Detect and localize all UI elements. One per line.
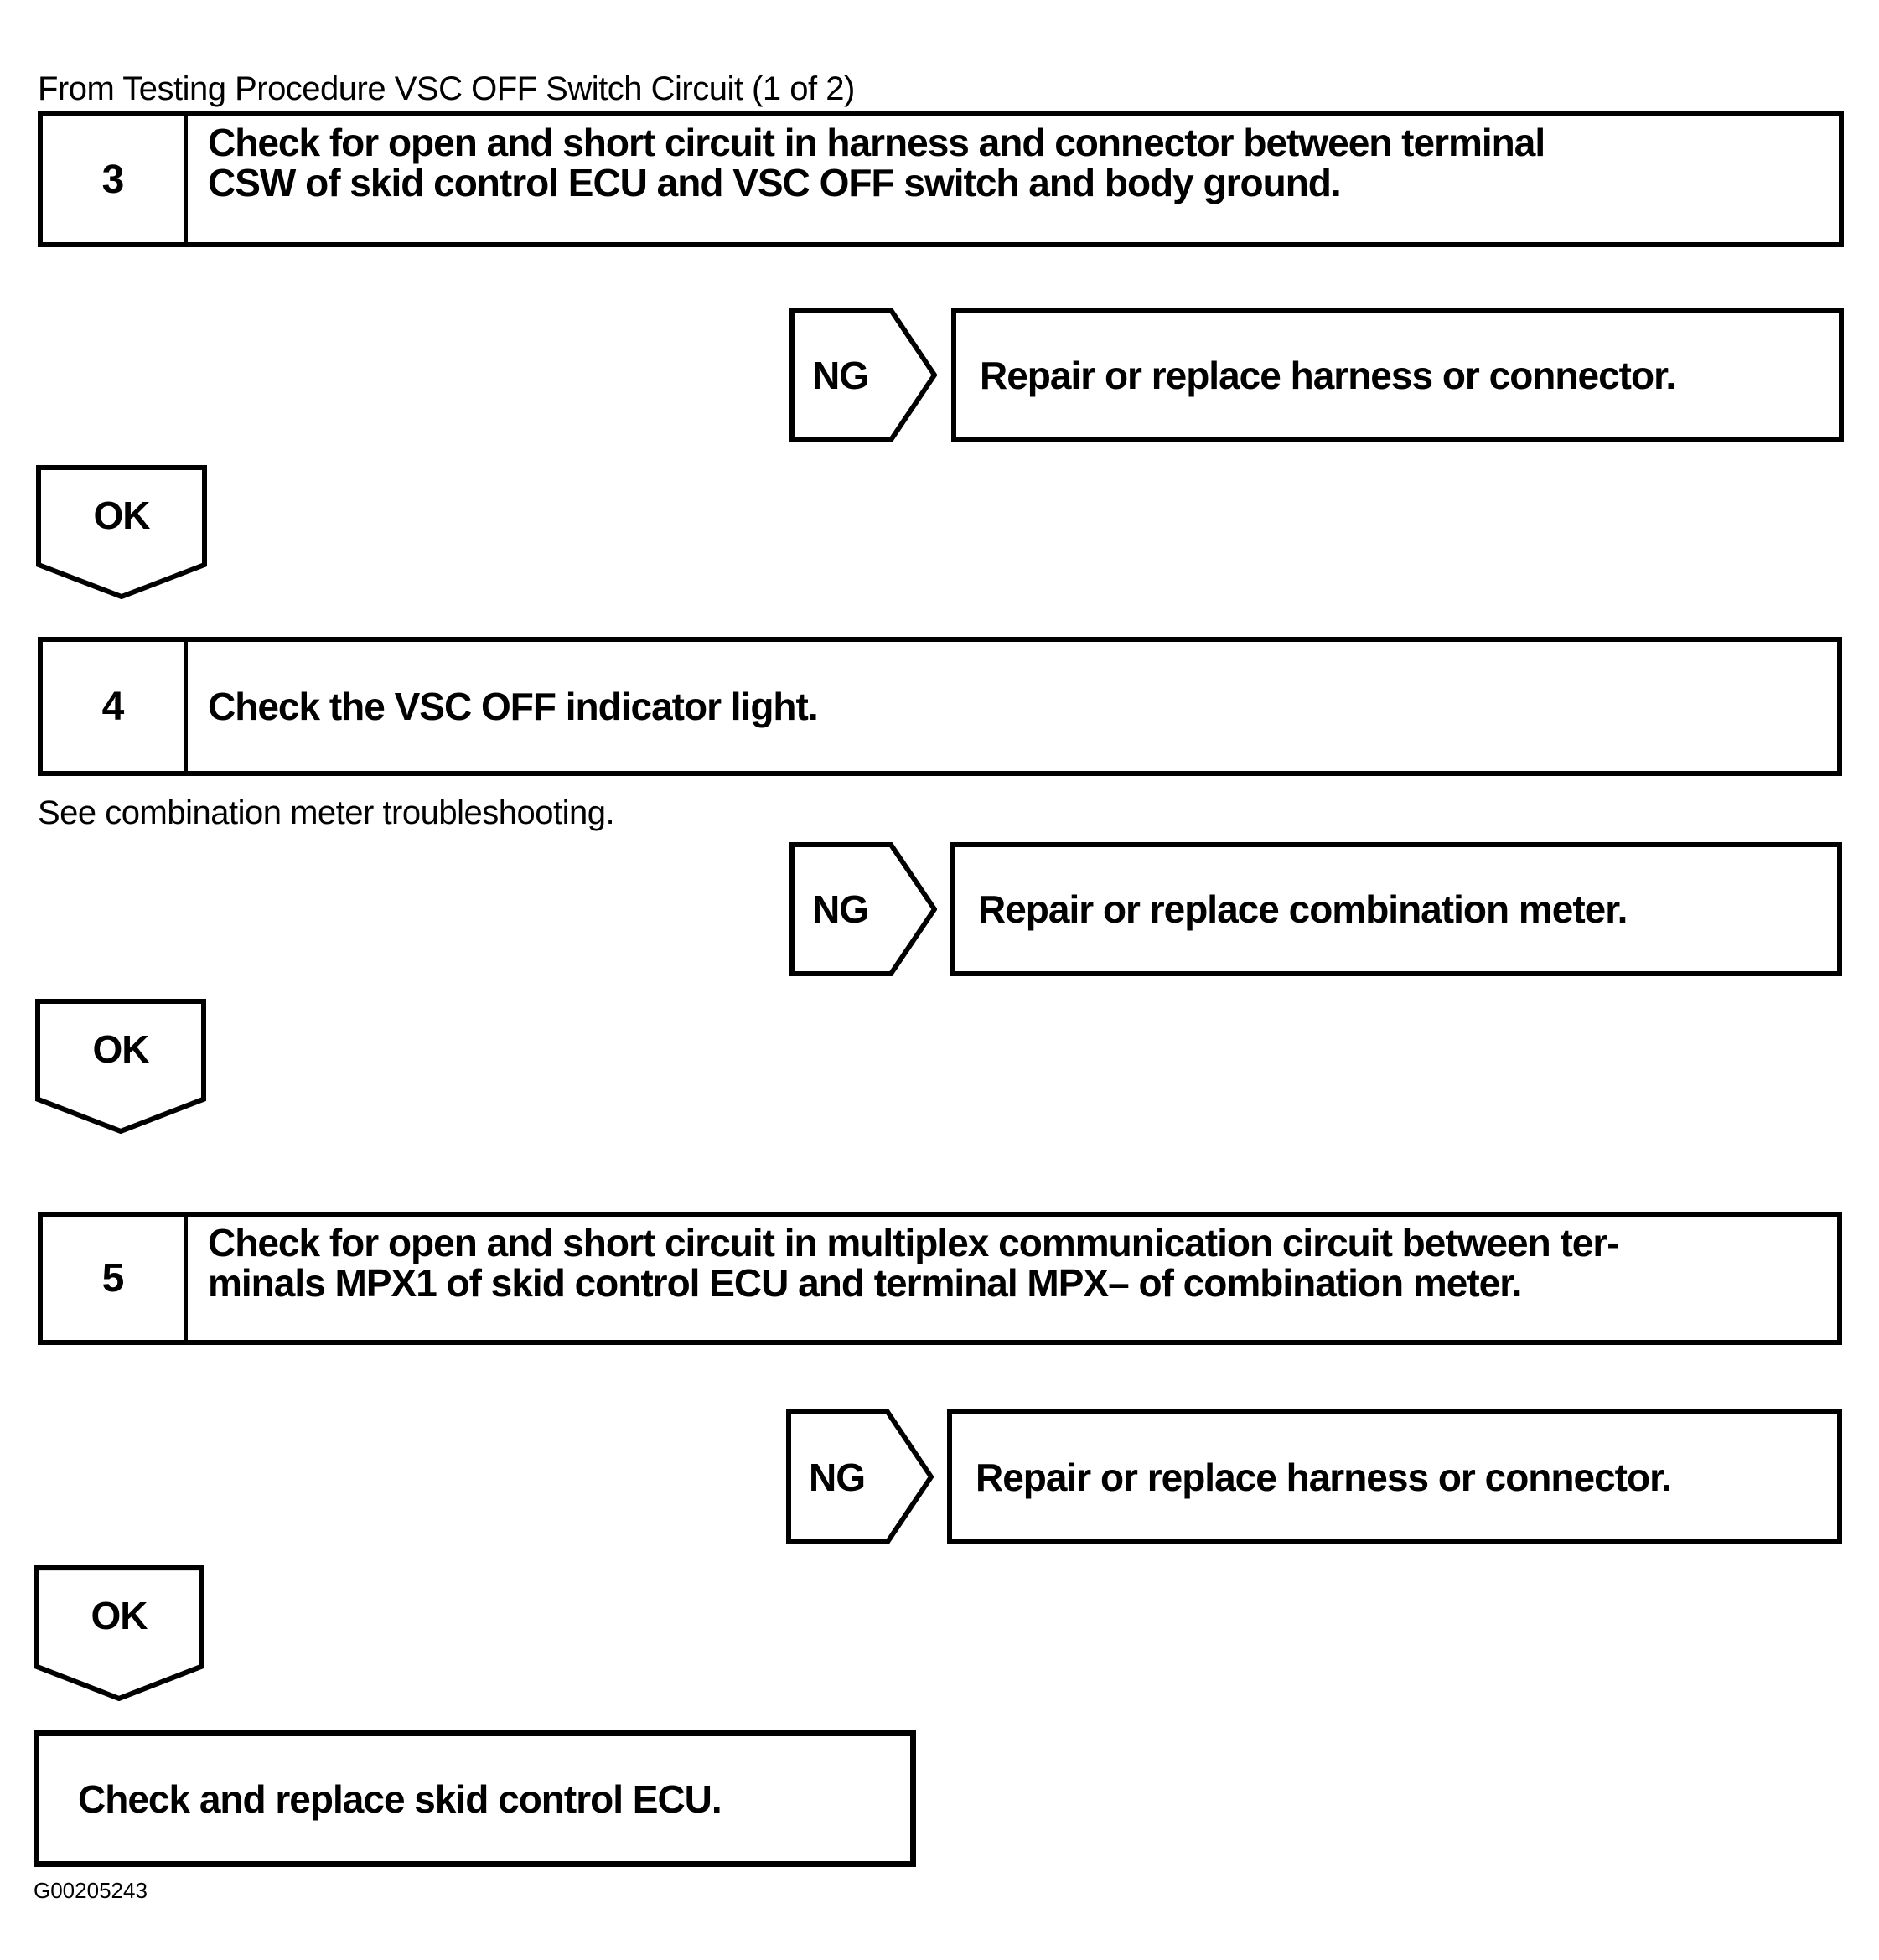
step-5-number: 5	[43, 1217, 188, 1340]
combination-meter-note: See combination meter troubleshooting.	[38, 794, 615, 831]
ng-result-text-2: Repair or replace combination meter.	[978, 887, 1628, 931]
final-action-box: Check and replace skid control ECU.	[34, 1730, 916, 1867]
page-title: From Testing Procedure VSC OFF Switch Ci…	[38, 70, 855, 107]
ng-result-box-1: Repair or replace harness or connector.	[951, 308, 1844, 442]
ng-connector-3: NG	[786, 1409, 934, 1544]
ng-connector-2: NG	[789, 842, 937, 976]
ok-label: OK	[92, 1027, 150, 1071]
ok-pentagon-shape	[36, 465, 207, 599]
ok-label: OK	[91, 1593, 148, 1637]
step-3-line-1: Check for open and short circuit in harn…	[208, 121, 1545, 164]
ng-label: NG	[812, 353, 869, 397]
ok-connector-3: OK	[34, 1565, 204, 1701]
ok-pentagon-shape	[35, 999, 206, 1134]
step-3-instruction: Check for open and short circuit in harn…	[188, 116, 1839, 242]
step-3-line-2: CSW of skid control ECU and VSC OFF swit…	[208, 161, 1342, 204]
ng-result-box-3: Repair or replace harness or connector.	[947, 1409, 1842, 1544]
step-4-line-1: Check the VSC OFF indicator light.	[208, 685, 819, 728]
step-5-line-1: Check for open and short circuit in mult…	[208, 1221, 1620, 1264]
ng-arrow-shape	[786, 1409, 934, 1544]
step-3-box: 3 Check for open and short circuit in ha…	[38, 111, 1844, 247]
step-4-instruction: Check the VSC OFF indicator light.	[188, 642, 1837, 771]
ng-label: NG	[812, 887, 869, 931]
figure-id: G00205243	[34, 1878, 148, 1903]
ng-arrow-shape	[789, 308, 937, 442]
ok-connector-1: OK	[36, 465, 207, 599]
ng-arrow-shape	[789, 842, 937, 976]
step-4-box: 4 Check the VSC OFF indicator light.	[38, 637, 1842, 776]
ng-result-text-1: Repair or replace harness or connector.	[980, 353, 1676, 397]
step-5-line-2: minals MPX1 of skid control ECU and term…	[208, 1261, 1522, 1305]
ok-pentagon-shape	[34, 1565, 204, 1701]
step-3-number: 3	[43, 116, 188, 242]
step-5-instruction: Check for open and short circuit in mult…	[188, 1217, 1837, 1340]
ng-connector-1: NG	[789, 308, 937, 442]
step-4-number: 4	[43, 642, 188, 771]
ng-label: NG	[809, 1455, 866, 1499]
ng-result-text-3: Repair or replace harness or connector.	[976, 1455, 1672, 1499]
ok-label: OK	[93, 493, 151, 537]
ng-result-box-2: Repair or replace combination meter.	[950, 842, 1842, 976]
step-5-box: 5 Check for open and short circuit in mu…	[38, 1212, 1842, 1345]
final-action-text: Check and replace skid control ECU.	[78, 1776, 722, 1821]
ok-connector-2: OK	[35, 999, 206, 1134]
